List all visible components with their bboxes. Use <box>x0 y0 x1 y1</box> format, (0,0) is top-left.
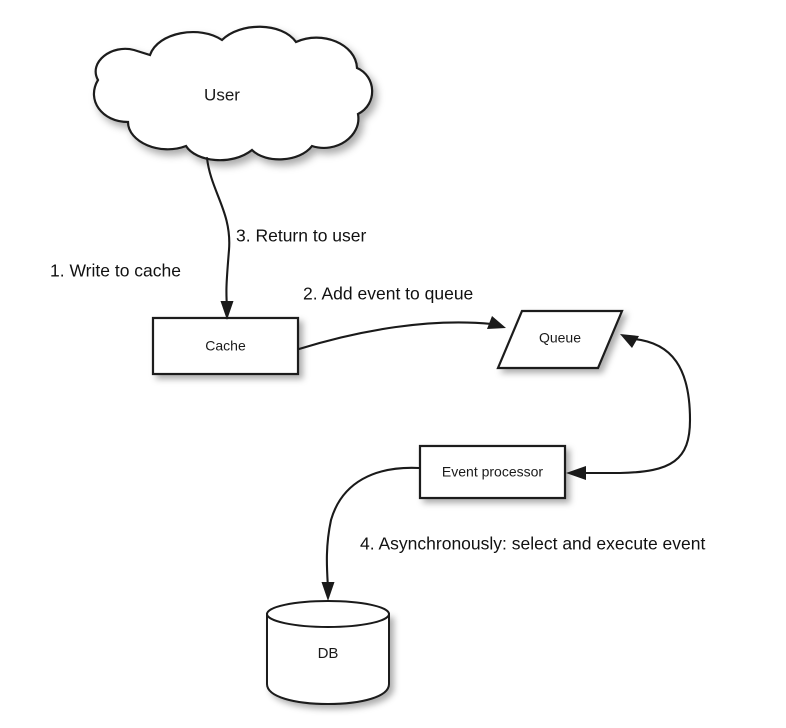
step-label-3: 3. Return to user <box>236 226 367 246</box>
edge-user-to-cache <box>205 156 234 320</box>
node-queue[interactable]: Queue <box>496 309 624 370</box>
arrowhead-down-to-cache <box>220 301 234 320</box>
arrowhead-right-to-queue <box>487 316 506 329</box>
arrowhead-left-to-event-processor <box>566 466 586 480</box>
node-user[interactable]: User <box>92 25 374 162</box>
node-cache[interactable]: Cache <box>151 316 300 376</box>
node-db[interactable]: DB <box>266 600 390 706</box>
step-label-2: 2. Add event to queue <box>303 284 473 304</box>
edge-cache-to-queue <box>297 316 506 351</box>
edge-queue-event-processor-loop <box>566 334 692 480</box>
step-label-4: 4. Asynchronously: select and execute ev… <box>360 534 705 554</box>
arrowhead-down-to-db <box>321 582 335 601</box>
node-event-processor[interactable]: Event processor <box>418 444 567 500</box>
node-user-label: User <box>204 85 240 104</box>
node-queue-label: Queue <box>539 330 581 346</box>
node-db-label: DB <box>318 645 339 662</box>
arrowhead-left-to-queue <box>620 334 639 348</box>
node-cache-label: Cache <box>205 338 246 354</box>
step-label-1: 1. Write to cache <box>50 261 181 281</box>
edge-event-processor-to-db <box>321 466 421 601</box>
node-event-processor-label: Event processor <box>442 464 543 480</box>
